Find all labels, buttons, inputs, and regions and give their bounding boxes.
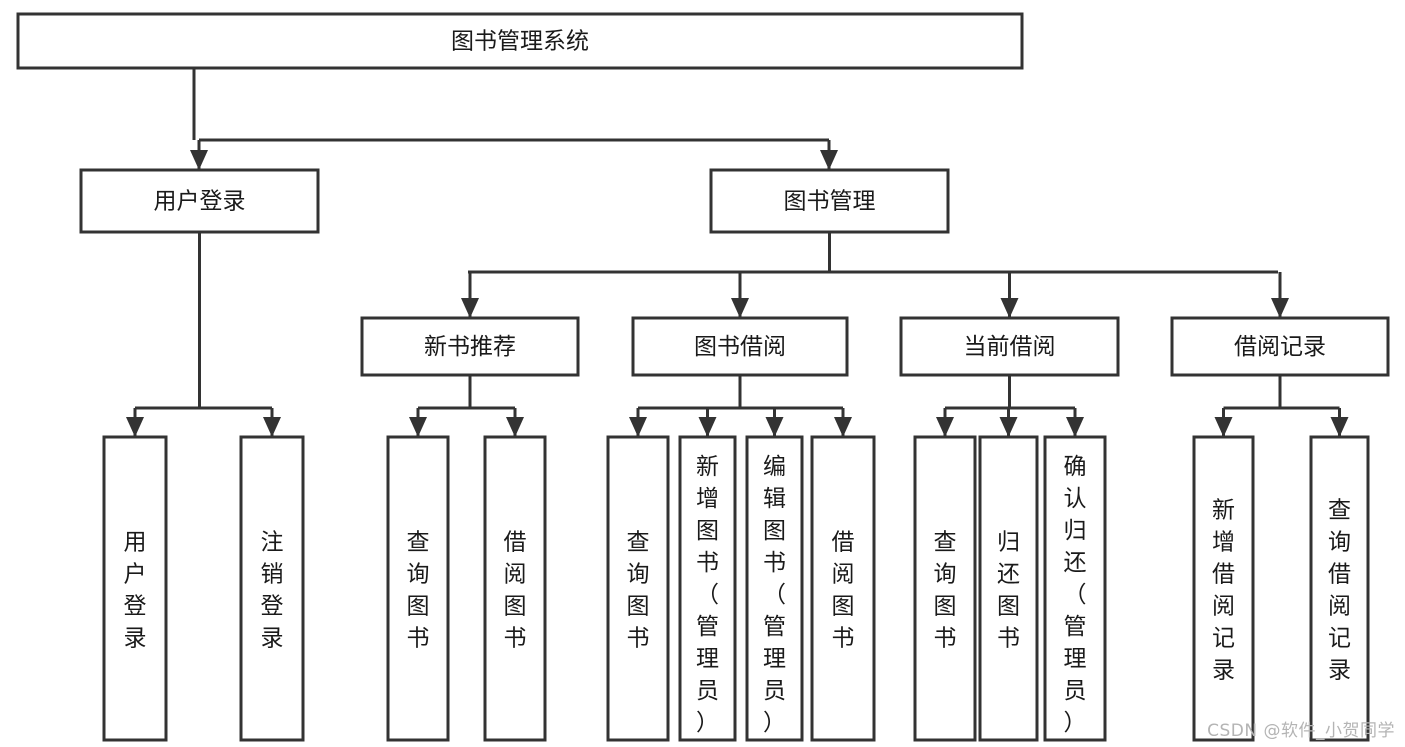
node-leaf-return-book-label: 归还图书 bbox=[997, 529, 1020, 651]
node-borrow-record[interactable]: 借阅记录 bbox=[1170, 316, 1390, 377]
node-root-system-label: 图书管理系统 bbox=[451, 29, 589, 55]
node-leaf-user-logout-box[interactable] bbox=[239, 435, 305, 742]
node-leaf-user-logout-label: 注销登录 bbox=[261, 529, 284, 651]
arrow-to-new-book-recommend bbox=[461, 298, 479, 318]
node-leaf-query-book-1-label: 查询图书 bbox=[407, 529, 430, 651]
arrow-to-leaf-return-book bbox=[999, 417, 1018, 437]
arrow-to-leaf-borrow-book-2 bbox=[834, 417, 852, 437]
node-leaf-edit-book-label: 编辑图书（管理员） bbox=[763, 454, 786, 736]
arrow-to-leaf-confirm-return bbox=[1066, 417, 1084, 437]
node-leaf-return-book-box[interactable] bbox=[978, 435, 1039, 742]
node-leaf-add-book-box[interactable] bbox=[678, 435, 737, 742]
arrow-to-book-borrow bbox=[731, 298, 749, 318]
node-user-login-box[interactable] bbox=[79, 168, 320, 234]
node-leaf-edit-book-box[interactable] bbox=[745, 435, 804, 742]
node-leaf-borrow-book-2-box[interactable] bbox=[810, 435, 876, 742]
node-leaf-user-login[interactable]: 用户登录 bbox=[102, 435, 168, 742]
node-leaf-borrow-book-1-box[interactable] bbox=[483, 435, 547, 742]
node-leaf-confirm-return-label: 确认归还（管理员） bbox=[1064, 454, 1087, 736]
node-book-borrow-box[interactable] bbox=[631, 316, 849, 377]
arrow-to-leaf-user-login bbox=[126, 417, 144, 437]
node-leaf-query-record-box[interactable] bbox=[1309, 435, 1370, 742]
node-leaf-borrow-book-1[interactable]: 借阅图书 bbox=[483, 435, 547, 742]
node-leaf-confirm-return-box[interactable] bbox=[1043, 435, 1107, 742]
node-new-book-recommend[interactable]: 新书推荐 bbox=[360, 316, 580, 377]
node-borrow-record-label: 借阅记录 bbox=[1234, 334, 1326, 360]
node-book-management-box[interactable] bbox=[709, 168, 950, 234]
node-leaf-return-book[interactable]: 归还图书 bbox=[978, 435, 1039, 742]
arrow-to-leaf-add-book bbox=[698, 417, 717, 437]
node-leaf-query-book-3[interactable]: 查询图书 bbox=[913, 435, 977, 742]
node-leaf-add-record[interactable]: 新增借阅记录 bbox=[1192, 435, 1255, 742]
arrow-to-leaf-borrow-book-1 bbox=[506, 417, 524, 437]
node-leaf-borrow-book-1-label: 借阅图书 bbox=[504, 529, 527, 651]
node-current-borrow[interactable]: 当前借阅 bbox=[899, 316, 1120, 377]
node-leaf-borrow-book-2-label: 借阅图书 bbox=[832, 529, 855, 651]
node-leaf-query-record-label: 查询借阅记录 bbox=[1328, 497, 1351, 683]
node-root-system-box[interactable] bbox=[16, 12, 1024, 70]
node-leaf-edit-book[interactable]: 编辑图书（管理员） bbox=[745, 435, 804, 742]
node-book-borrow-label: 图书借阅 bbox=[694, 334, 786, 360]
arrow-to-leaf-query-book-3 bbox=[936, 417, 954, 437]
node-leaf-query-book-3-box[interactable] bbox=[913, 435, 977, 742]
node-leaf-add-book[interactable]: 新增图书（管理员） bbox=[678, 435, 737, 742]
arrow-to-leaf-edit-book bbox=[765, 417, 784, 437]
arrow-to-leaf-query-book-2 bbox=[629, 417, 647, 437]
node-leaf-confirm-return[interactable]: 确认归还（管理员） bbox=[1043, 435, 1107, 742]
node-leaf-user-login-label: 用户登录 bbox=[124, 529, 147, 651]
node-user-login-label: 用户登录 bbox=[154, 189, 246, 215]
node-layer: 图书管理系统用户登录图书管理新书推荐图书借阅当前借阅借阅记录用户登录注销登录查询… bbox=[16, 12, 1390, 742]
node-book-management-label: 图书管理 bbox=[784, 189, 876, 215]
node-book-management[interactable]: 图书管理 bbox=[709, 168, 950, 234]
node-root-system[interactable]: 图书管理系统 bbox=[16, 12, 1024, 70]
arrow-to-borrow-record bbox=[1271, 298, 1289, 318]
node-current-borrow-label: 当前借阅 bbox=[964, 334, 1056, 360]
arrow-to-leaf-add-record bbox=[1214, 417, 1233, 437]
node-leaf-user-login-box[interactable] bbox=[102, 435, 168, 742]
arrow-to-book-management bbox=[820, 150, 838, 170]
node-leaf-query-book-3-label: 查询图书 bbox=[934, 529, 957, 651]
node-leaf-query-book-2[interactable]: 查询图书 bbox=[606, 435, 670, 742]
node-leaf-user-logout[interactable]: 注销登录 bbox=[239, 435, 305, 742]
node-leaf-query-record[interactable]: 查询借阅记录 bbox=[1309, 435, 1370, 742]
node-leaf-query-book-1[interactable]: 查询图书 bbox=[386, 435, 450, 742]
arrow-to-leaf-user-logout bbox=[263, 417, 281, 437]
node-user-login[interactable]: 用户登录 bbox=[79, 168, 320, 234]
csdn-watermark: CSDN @软件_小贺同学 bbox=[1207, 721, 1395, 741]
node-current-borrow-box[interactable] bbox=[899, 316, 1120, 377]
arrow-to-current-borrow bbox=[1000, 298, 1019, 318]
arrow-to-leaf-query-record bbox=[1330, 417, 1349, 437]
arrow-to-leaf-query-book-1 bbox=[409, 417, 427, 437]
connector-layer bbox=[126, 68, 1349, 437]
node-leaf-query-book-2-box[interactable] bbox=[606, 435, 670, 742]
node-leaf-add-record-label: 新增借阅记录 bbox=[1212, 497, 1235, 683]
node-book-borrow[interactable]: 图书借阅 bbox=[631, 316, 849, 377]
arrow-to-user-login bbox=[190, 150, 208, 170]
node-new-book-recommend-label: 新书推荐 bbox=[424, 334, 516, 360]
node-borrow-record-box[interactable] bbox=[1170, 316, 1390, 377]
node-leaf-add-record-box[interactable] bbox=[1192, 435, 1255, 742]
node-new-book-recommend-box[interactable] bbox=[360, 316, 580, 377]
node-leaf-query-book-1-box[interactable] bbox=[386, 435, 450, 742]
node-leaf-query-book-2-label: 查询图书 bbox=[627, 529, 650, 651]
node-leaf-borrow-book-2[interactable]: 借阅图书 bbox=[810, 435, 876, 742]
node-leaf-add-book-label: 新增图书（管理员） bbox=[696, 454, 719, 736]
